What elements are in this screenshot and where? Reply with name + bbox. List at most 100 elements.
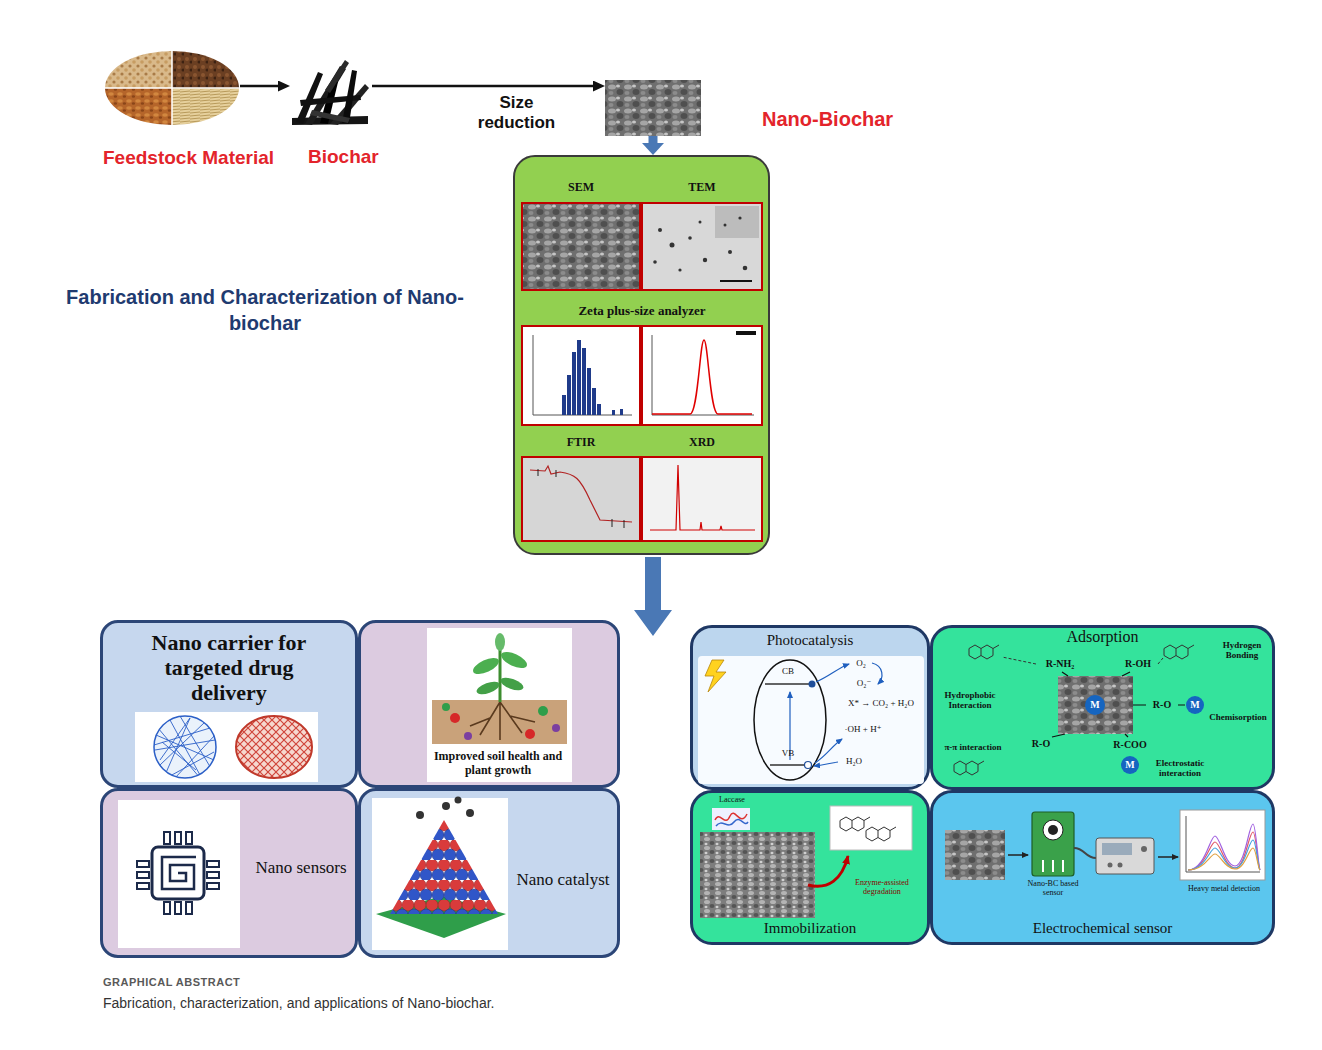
plant-picture-part (432, 700, 567, 744)
characterization-pictures-part (650, 465, 755, 530)
plant-picture-part (450, 713, 460, 723)
characterization-pictures-part-part (587, 368, 591, 415)
biochar-picture (292, 60, 369, 125)
drug-carrier-picture-part (154, 716, 215, 778)
annotation-label: X* → CO₂ + H₂O (840, 698, 922, 708)
characterization-pictures-part-part (653, 260, 657, 264)
immobilization-picture-part (830, 806, 912, 850)
node-label: Nano sensors (248, 858, 354, 878)
drug-carrier-picture-part (154, 716, 216, 778)
drug-carrier-picture-part (135, 712, 318, 782)
characterization-pictures-part-part (743, 266, 748, 271)
plant-picture-part (499, 649, 529, 672)
characterization-pictures-part (533, 335, 632, 415)
characterization-pictures-part (642, 203, 762, 290)
feedstock-picture (105, 51, 239, 125)
characterization-pictures-part (522, 457, 640, 541)
characterization-pictures-part (653, 216, 747, 271)
plant-picture-part (499, 646, 502, 702)
photocatalysis-picture-part (698, 656, 924, 784)
photocatalysis-picture-part (872, 663, 882, 684)
sensor-icon-part (118, 800, 240, 948)
characterization-pictures-part (652, 340, 752, 414)
feedstock-picture-part (172, 88, 239, 125)
node-label: Immobilization (693, 920, 927, 937)
node-label: Adsorption (933, 628, 1272, 646)
characterization-pictures-part (562, 340, 623, 415)
characterization-pictures-part (522, 203, 640, 290)
characterization-pictures-part-part (572, 352, 576, 415)
characterization-pictures-part (652, 335, 754, 415)
sensor-icon-part-part (175, 902, 181, 914)
catalyst-picture-part (442, 802, 450, 810)
catalyst-picture (372, 797, 508, 951)
adsorption-picture-part (1121, 756, 1139, 774)
node-label: SEM (522, 181, 640, 195)
characterization-pictures-part-part (612, 410, 615, 415)
sensor-icon (118, 800, 240, 948)
biochar-picture-part (325, 60, 349, 93)
characterization-pictures-part (538, 469, 624, 528)
sensor-icon-part (162, 857, 196, 889)
characterization-pictures-part (642, 326, 762, 425)
plant-picture-part (525, 729, 535, 739)
plant-picture-part (538, 706, 548, 716)
electrochemical-picture-part (1043, 860, 1063, 872)
sensor-icon-part-part (207, 861, 219, 867)
catalyst-picture-part (372, 798, 508, 950)
electrochemical-picture-part (1008, 854, 1028, 856)
immobilization-picture-part (716, 819, 748, 826)
immobilization-picture (700, 806, 912, 918)
node-label: XRD (642, 436, 762, 450)
plant-picture-part (427, 628, 572, 782)
adsorption-picture-part (1085, 695, 1105, 715)
characterization-pictures-part-part (688, 236, 692, 240)
sensor-icon-part-part (207, 872, 219, 878)
feedstock-picture-part (172, 51, 239, 88)
photocatalysis-picture-part (805, 762, 812, 769)
sensor-icon-part-part (164, 832, 170, 844)
nano-biochar-picture (605, 80, 701, 136)
annotation-label: Hydrophobic Interaction (938, 690, 1002, 711)
annotation-label: R-O (1026, 738, 1056, 750)
catalyst-picture-part (388, 818, 500, 916)
node-label: Feedstock Material (103, 147, 303, 169)
sensor-icon-part-part (137, 872, 149, 878)
photocatalysis-picture-part (705, 660, 726, 692)
drug-carrier-picture (135, 712, 318, 782)
figure-caption: Fabrication, characterization, and appli… (103, 995, 1003, 1011)
node-label: Electrochemical sensor (933, 920, 1272, 937)
characterization-pictures-part-part (597, 404, 601, 415)
annotation-label: Heavy metal detection (1180, 884, 1268, 893)
annotation-label: π-π interaction (936, 742, 1010, 752)
adsorption-picture-part (969, 645, 999, 659)
electrochemical-picture-part (1186, 816, 1260, 872)
characterization-pictures-part (715, 206, 759, 238)
characterization-pictures-part-part (699, 221, 702, 224)
biochar-picture-part (310, 110, 350, 123)
plant-picture-part (442, 703, 450, 711)
nano-biochar-picture-part (605, 80, 701, 136)
characterization-pictures-part-part (562, 395, 566, 415)
electrochemical-picture-part (945, 830, 1005, 880)
characterization-pictures-part-part (567, 375, 571, 415)
photocatalysis-picture-part (814, 762, 838, 766)
electrochemical-picture-part (1108, 863, 1113, 868)
electrochemical-picture-part (1141, 846, 1147, 852)
electrochemical-picture-part (1102, 843, 1132, 855)
plant-picture (427, 628, 572, 782)
photocatalysis-picture-part (816, 664, 849, 682)
characterization-pictures-part-part (678, 268, 681, 271)
annotation-label: R-O (1148, 699, 1176, 711)
plant-picture-part (475, 679, 501, 697)
immobilization-picture-part (715, 813, 747, 820)
plant-picture-part (495, 633, 505, 651)
flow-arrow (240, 85, 278, 88)
drug-carrier-picture-part (154, 716, 216, 778)
electrochemical-picture-part (1188, 840, 1260, 870)
plant-picture-part (499, 675, 525, 693)
biochar-picture-part (342, 70, 357, 124)
characterization-pictures-part-part (592, 388, 596, 415)
drug-carrier-picture-part-part (154, 716, 215, 778)
